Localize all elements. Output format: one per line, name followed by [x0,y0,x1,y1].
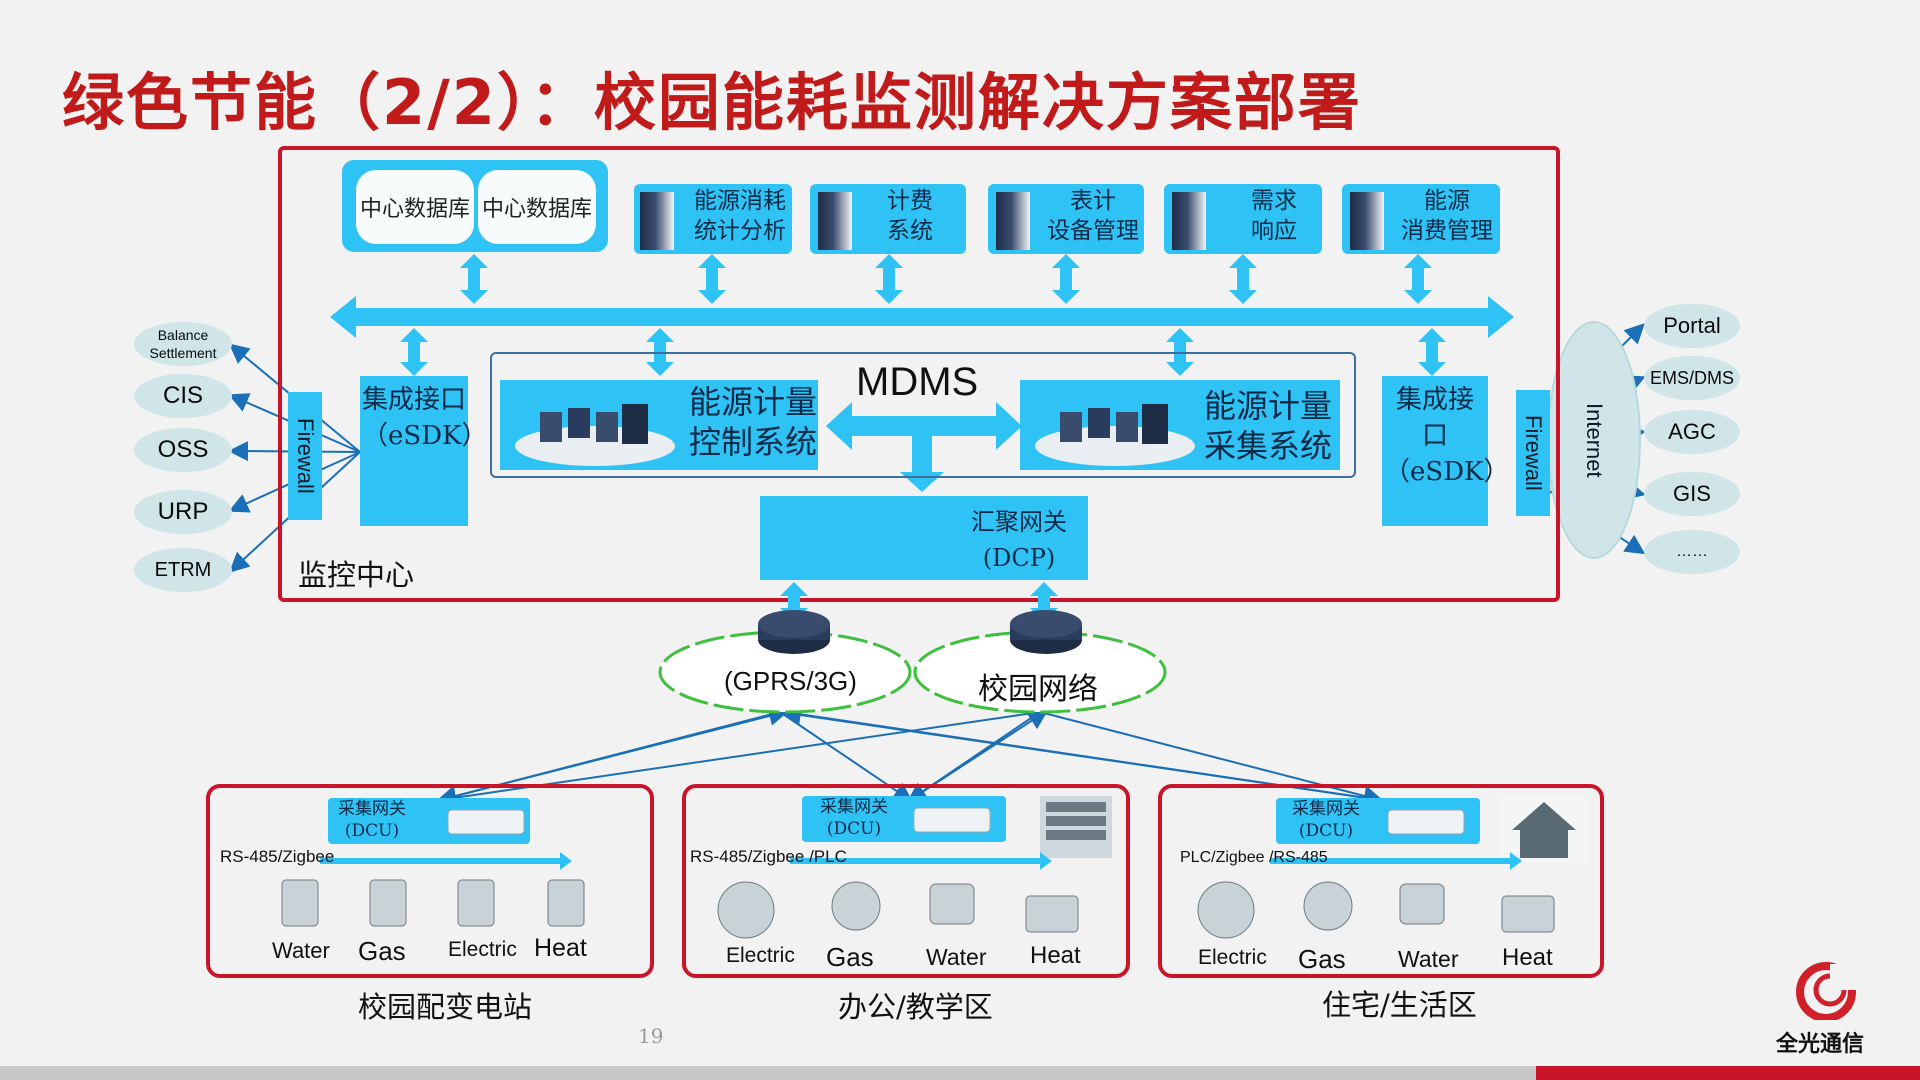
control-system-label: 能源计量控制系统 [688,383,817,461]
site-residential [1158,784,1604,978]
system-more[interactable]: …… [1644,530,1740,574]
app-label-meter-management: 表计设备管理 [1047,188,1139,244]
company-logo-text: 全光通信 [1776,1032,1865,1057]
app-label-energy-analysis: 能源消耗统计分析 [694,188,786,244]
data-bus-arrow [330,296,1514,338]
meter-label: Gas [1298,944,1346,974]
esdk-right[interactable] [1382,376,1488,526]
meter-label: Heat [1502,944,1553,971]
app-label-consumption-management: 能源消费管理 [1401,188,1493,244]
mdms-frame [490,352,1356,478]
system-oss[interactable]: OSS [134,428,232,472]
dcp-gateway[interactable] [760,496,1088,580]
monitor-center-box [278,146,1560,602]
dcu-label-2: 采集网关(DCU) [820,797,888,839]
meter-label: Electric [448,938,517,961]
system-agc[interactable]: AGC [1644,410,1740,454]
meter-label: Heat [534,934,587,962]
meter-label: Electric [726,944,795,967]
app-label-demand-response: 需求响应 [1251,188,1297,244]
bus-label-3: PLC/Zigbee /RS-485 [1180,849,1328,866]
building-icon [1040,796,1112,858]
system-cis[interactable]: CIS [134,374,232,418]
field-bus-arrow [320,852,1522,870]
mdms-label: MDMS [856,360,979,404]
network-gprs-label: (GPRS/3G) [724,666,857,696]
app-label-billing: 计费系统 [887,188,933,244]
dcu-label-1: 采集网关(DCU) [338,799,406,841]
site-name-office: 办公/教学区 [838,990,993,1024]
house-icon [1500,796,1588,862]
meter-label: Heat [1030,942,1081,969]
monitor-center-label: 监控中心 [298,558,415,592]
computer-cluster-icon [515,404,675,466]
meter-icon [281,879,1555,939]
system-portal[interactable]: Portal [1644,304,1740,348]
page-title: 绿色节能（2/2）：校园能耗监测解决方案部署 [62,66,1362,139]
meter-label: Water [1398,946,1459,972]
company-logo-icon [1796,962,1860,1020]
firewall-right[interactable]: Firewall [1516,390,1550,516]
meter-label: Water [926,944,987,970]
network-clouds [658,630,1167,714]
database-2[interactable]: 中心数据库 [478,170,596,244]
computer-cluster-icon [1035,404,1195,466]
bus-label-1: RS-485/Zigbee [220,847,335,866]
system-urp[interactable]: URP [134,490,232,534]
esdk-left[interactable] [360,376,468,526]
router-icon [758,610,1082,654]
system-ems-dms[interactable]: EMS/DMS [1644,356,1740,400]
network-campus-label: 校园网络 [978,672,1098,707]
site-name-substation: 校园配变电站 [358,990,533,1024]
system-etrm[interactable]: ETRM [134,548,232,592]
site-name-residential: 住宅/生活区 [1322,988,1477,1022]
esdk-left-label: 集成接口（eSDK） [362,385,488,451]
system-gis[interactable]: GIS [1644,472,1740,516]
site-office [682,784,1130,978]
site-substation [206,784,654,978]
meter-label: Water [272,938,330,963]
collect-system-label: 能源计量采集系统 [1203,387,1332,465]
meter-label: Gas [826,942,874,972]
internet-label: Internet [1582,402,1607,478]
mdms-arrow [826,402,1022,450]
firewall-left[interactable]: Firewall [288,392,322,520]
footer-bar [0,1066,1920,1080]
bus-label-2: RS-485/Zigbee /PLC [690,847,847,866]
footer-accent [1536,1066,1920,1080]
dcu-label-3: 采集网关(DCU) [1292,799,1360,841]
page-number: 19 [638,1024,664,1048]
dcu-device-icon [447,807,1465,835]
dcp-label: 汇聚网关(DCP) [971,508,1067,572]
mdms-down-arrow [900,436,944,492]
database-1[interactable]: 中心数据库 [356,170,474,244]
meter-label: Electric [1198,946,1267,969]
meter-label: Gas [358,936,406,966]
